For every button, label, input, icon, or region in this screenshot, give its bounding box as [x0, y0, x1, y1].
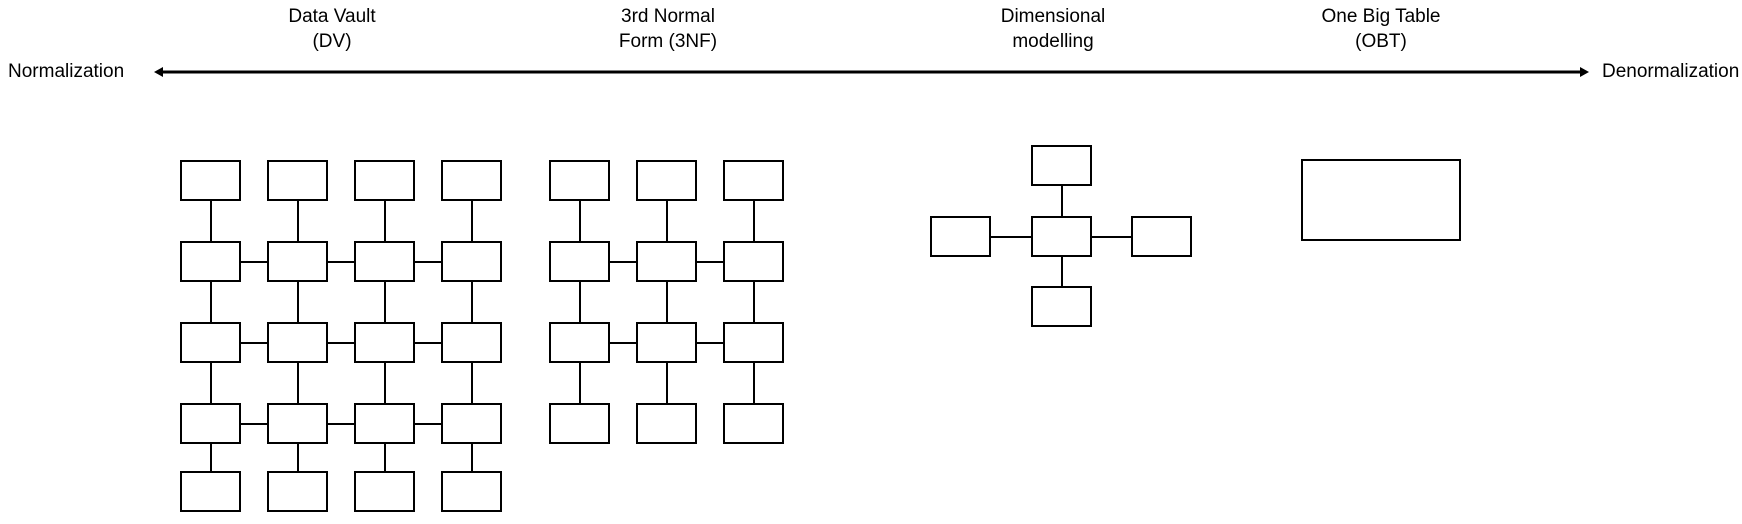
table-box: [441, 160, 502, 201]
connector-vertical: [296, 201, 299, 241]
connector-vertical: [209, 363, 212, 403]
column-label-data-vault: Data Vault (DV): [288, 6, 376, 52]
table-box: [636, 322, 697, 363]
connector-vertical: [296, 444, 299, 471]
dimension-table-box: [1031, 145, 1092, 186]
connector-vertical: [665, 282, 668, 322]
connector-vertical: [296, 282, 299, 322]
table-box: [180, 403, 241, 444]
connector-vertical: [1060, 186, 1063, 216]
column-label-one-big-table: One Big Table (OBT): [1321, 6, 1441, 52]
connector-vertical: [665, 201, 668, 241]
table-box: [180, 241, 241, 282]
table-box: [180, 322, 241, 363]
table-box: [723, 322, 784, 363]
table-box: [723, 241, 784, 282]
connector-horizontal: [697, 341, 723, 344]
connector-horizontal: [610, 341, 636, 344]
table-box: [549, 403, 610, 444]
connector-vertical: [383, 201, 386, 241]
connector-horizontal: [241, 341, 267, 344]
connector-vertical: [209, 282, 212, 322]
column-label-dimensional-modelling: Dimensional modelling: [1000, 6, 1106, 52]
connector-horizontal: [697, 260, 723, 263]
connector-vertical: [578, 363, 581, 403]
connector-horizontal: [415, 341, 441, 344]
connector-horizontal: [241, 260, 267, 263]
connector-vertical: [383, 363, 386, 403]
table-box: [636, 403, 697, 444]
connector-horizontal: [415, 260, 441, 263]
connector-vertical: [470, 201, 473, 241]
one-big-table-box: [1301, 159, 1461, 241]
table-box: [354, 403, 415, 444]
connector-vertical: [383, 282, 386, 322]
table-box: [267, 403, 328, 444]
table-box: [180, 471, 241, 512]
connector-vertical: [470, 363, 473, 403]
table-box: [549, 322, 610, 363]
table-box: [723, 403, 784, 444]
table-box: [267, 241, 328, 282]
connector-horizontal: [991, 235, 1031, 238]
connector-vertical: [470, 444, 473, 471]
connector-horizontal: [328, 422, 354, 425]
table-box: [636, 160, 697, 201]
fact-table-box: [1031, 216, 1092, 257]
connector-vertical: [209, 444, 212, 471]
axis-label-normalization: Normalization: [8, 61, 125, 82]
column-label-third-normal-form: 3rd Normal Form (3NF): [618, 6, 718, 52]
connector-vertical: [209, 201, 212, 241]
table-box: [180, 160, 241, 201]
table-box: [723, 160, 784, 201]
connector-horizontal: [1092, 235, 1131, 238]
connector-vertical: [296, 363, 299, 403]
table-box: [354, 322, 415, 363]
connector-vertical: [578, 201, 581, 241]
table-box: [354, 160, 415, 201]
connector-vertical: [665, 363, 668, 403]
connector-horizontal: [415, 422, 441, 425]
connector-vertical: [752, 201, 755, 241]
table-box: [267, 160, 328, 201]
connector-horizontal: [610, 260, 636, 263]
connector-vertical: [752, 363, 755, 403]
dimension-table-box: [930, 216, 991, 257]
connector-vertical: [470, 282, 473, 322]
table-box: [549, 160, 610, 201]
dimension-table-box: [1031, 286, 1092, 327]
connector-vertical: [578, 282, 581, 322]
connector-vertical: [383, 444, 386, 471]
table-box: [636, 241, 697, 282]
dimension-table-box: [1131, 216, 1192, 257]
connector-horizontal: [241, 422, 267, 425]
table-box: [549, 241, 610, 282]
table-box: [267, 471, 328, 512]
connector-horizontal: [328, 260, 354, 263]
axis-label-denormalization: Denormalization: [1602, 61, 1740, 82]
connector-vertical: [1060, 257, 1063, 286]
table-box: [354, 241, 415, 282]
connector-vertical: [752, 282, 755, 322]
table-box: [441, 241, 502, 282]
connector-horizontal: [328, 341, 354, 344]
table-box: [354, 471, 415, 512]
table-box: [267, 322, 328, 363]
table-box: [441, 322, 502, 363]
table-box: [441, 471, 502, 512]
table-box: [441, 403, 502, 444]
